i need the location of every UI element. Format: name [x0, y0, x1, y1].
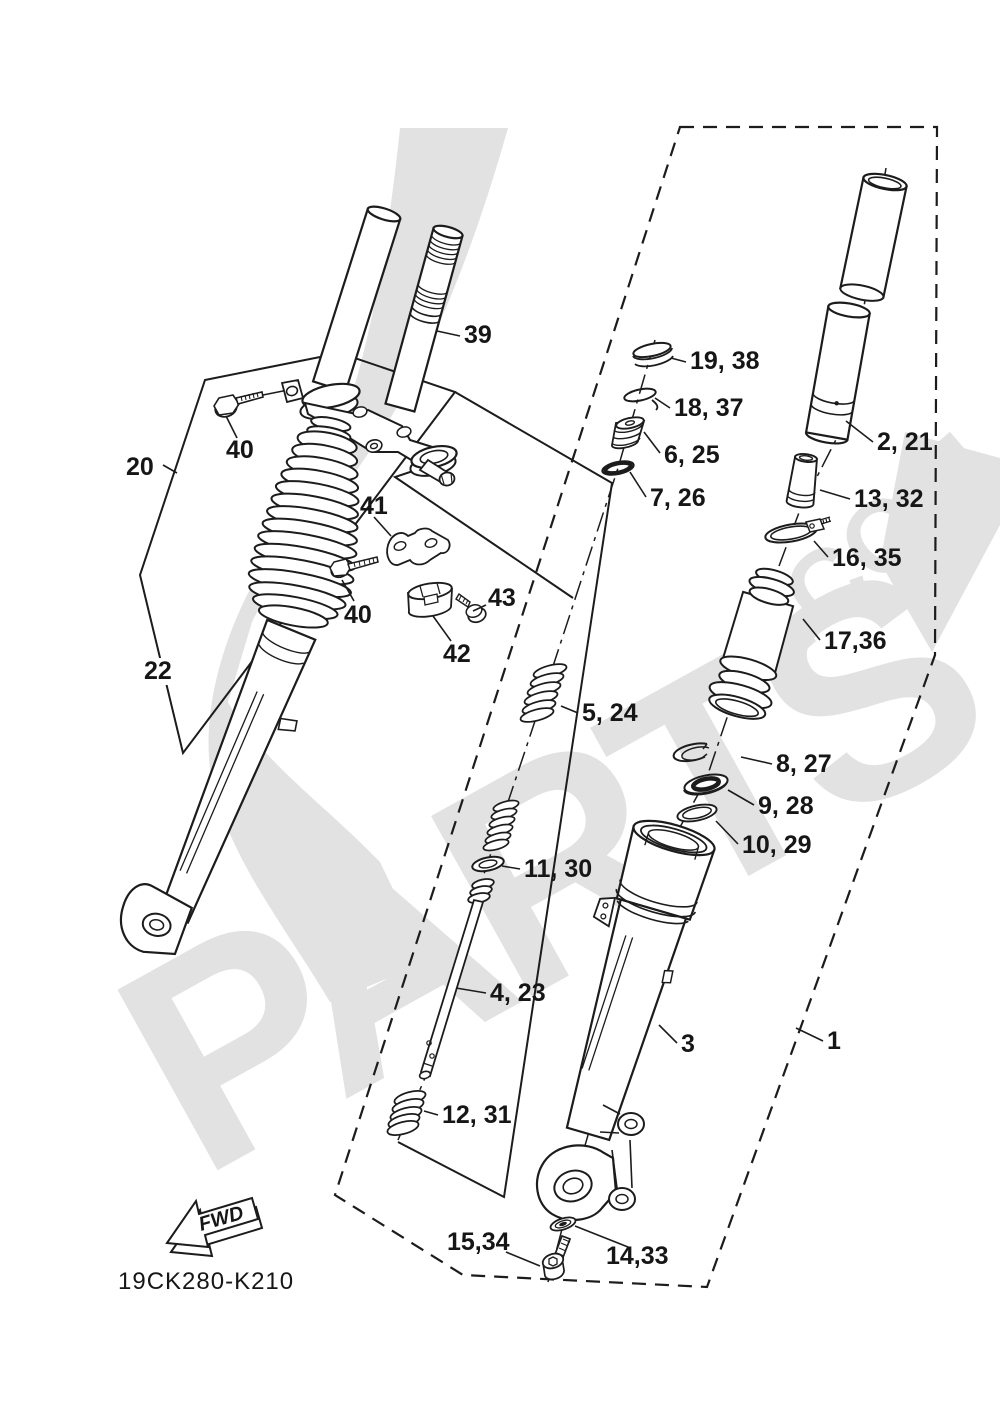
part-label-3: 3	[681, 1030, 695, 1058]
leader-line	[560, 705, 579, 714]
leader-line	[845, 420, 874, 443]
leader-line	[795, 1027, 824, 1042]
spring-seat-6-25	[611, 416, 646, 450]
damper-bolt-15-34	[541, 1234, 572, 1281]
leader-line	[740, 756, 773, 765]
leader-line	[373, 516, 392, 537]
fwd-arrow-icon	[165, 1196, 260, 1249]
leader-line	[472, 604, 487, 612]
oil-lock-spring-12-31	[386, 1089, 427, 1137]
part-label-11-30: 11, 30	[524, 855, 592, 883]
leader-line	[658, 1024, 678, 1044]
part-label-19-38: 19, 38	[690, 347, 760, 375]
leader-line	[643, 431, 661, 454]
leader-line	[423, 1110, 439, 1116]
right-assembly-outline	[333, 125, 939, 1289]
leader-line	[715, 820, 739, 845]
leader-line	[813, 540, 829, 558]
right-exploded-fork	[536, 172, 908, 1281]
washer-11-30	[471, 855, 505, 873]
part-label-17-36: 17,36	[824, 627, 887, 655]
oil-seal-9-28	[683, 773, 729, 796]
leader-line	[436, 330, 461, 337]
left-fork-assembly	[119, 205, 464, 956]
o-ring-7-26	[601, 460, 635, 476]
washer-14-33	[549, 1216, 577, 1232]
part-label-10-29: 10, 29	[742, 831, 812, 859]
part-label-40: 40	[344, 601, 372, 629]
cable-holder-42	[407, 581, 453, 618]
part-label-42: 42	[443, 640, 471, 668]
label-backdrop	[139, 658, 177, 685]
part-label-4-23: 4, 23	[490, 979, 546, 1007]
middle-exploded-parts	[329, 527, 568, 1137]
damper-rod-4-23	[418, 878, 495, 1080]
leader-line	[802, 618, 821, 641]
leader-line	[654, 397, 671, 409]
dust-boot-17-36	[708, 567, 795, 720]
leader-line	[574, 1225, 629, 1248]
leader-line	[432, 615, 452, 642]
left-lower-leg	[119, 618, 317, 956]
part-label-39: 39	[464, 321, 492, 349]
boot-clamp-16-35	[764, 516, 832, 544]
leader-line	[727, 789, 755, 806]
inner-tube-2-21-upper	[839, 172, 908, 302]
part-label-12-31: 12, 31	[442, 1101, 512, 1129]
rebound-spring	[482, 799, 520, 852]
inner-tube-2-21-lower	[804, 301, 871, 445]
leader-line	[819, 489, 851, 500]
part-label-15-34: 15,34	[447, 1228, 510, 1256]
caliper-lug-upper	[617, 1112, 645, 1136]
part-label-22: 22	[144, 657, 172, 685]
watermark-swoosh-icon	[208, 128, 508, 1002]
part-label-18-37: 18, 37	[674, 394, 744, 422]
snap-ring-8-27	[672, 742, 710, 763]
caliper-lug-lower	[608, 1187, 636, 1211]
part-label-16-35: 16, 35	[832, 544, 902, 572]
part-label-7-26: 7, 26	[650, 484, 706, 512]
reflector-tab	[277, 717, 298, 732]
part-label-43: 43	[488, 584, 516, 612]
leader-line	[341, 579, 355, 602]
fork-boot-bellows	[247, 416, 360, 629]
pinch-bolt-40-middle	[329, 556, 379, 579]
leader-line	[162, 464, 178, 474]
outer-tube-3	[536, 819, 716, 1222]
leader-line	[629, 471, 647, 498]
part-label-6-25: 6, 25	[664, 441, 720, 469]
spacer-13-32	[785, 453, 818, 509]
leader-line	[455, 987, 487, 994]
part-label-1: 1	[827, 1027, 841, 1055]
watermark-wedge-icon	[880, 432, 1000, 652]
holder-screw-43	[455, 592, 487, 624]
o-ring-18-37	[623, 387, 659, 411]
leader-line	[225, 415, 238, 439]
washer-10-29	[676, 803, 718, 823]
part-label-9-28: 9, 28	[758, 792, 814, 820]
steering-inner-tube-39	[384, 224, 464, 413]
diagram-code: 19CK280-K210	[118, 1268, 294, 1295]
leader-line	[670, 357, 687, 363]
part-label-41: 41	[360, 492, 388, 520]
leader-line	[501, 865, 521, 870]
part-label-40: 40	[226, 436, 254, 464]
cap-19-38	[632, 341, 674, 368]
part-label-2-21: 2, 21	[877, 428, 933, 456]
pinch-bolt-40-upper	[213, 391, 264, 418]
part-label-8-27: 8, 27	[776, 750, 832, 778]
part-label-5-24: 5, 24	[582, 699, 638, 727]
part-label-14-33: 14,33	[606, 1242, 669, 1270]
part-label-13-32: 13, 32	[854, 485, 924, 513]
leader-line	[505, 1251, 541, 1267]
damper-spring-5-24	[519, 663, 568, 723]
part-label-20: 20	[126, 453, 154, 481]
wire-clamp-bracket-41	[386, 527, 451, 566]
